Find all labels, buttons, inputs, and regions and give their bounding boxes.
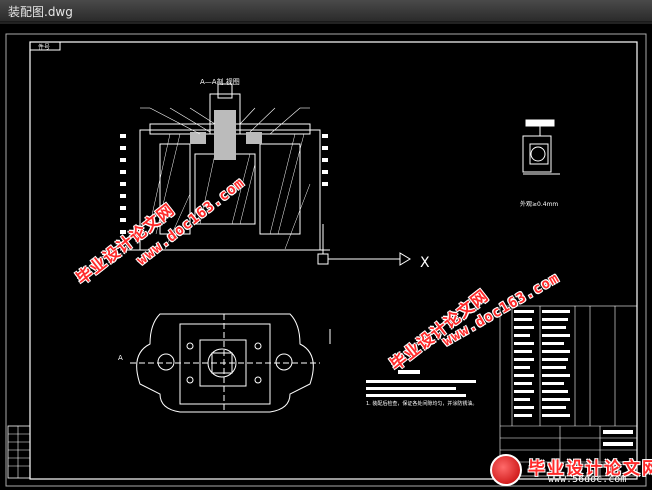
notes-block — [366, 370, 476, 397]
left-title-strip — [7, 425, 31, 479]
parts-list-table — [499, 305, 638, 477]
window-titlebar: 装配图.dwg — [0, 0, 652, 22]
scale-note: 外观≥0.4mm — [520, 200, 558, 208]
section-label: A—A剖 视图 — [200, 77, 240, 86]
part-number-marks — [120, 134, 328, 234]
drawing-canvas[interactable]: 件号 A—A剖 视图 — [0, 22, 652, 490]
inner-frame — [29, 41, 638, 480]
section-hatching — [149, 133, 311, 250]
logo-url: www.56doc.com — [548, 474, 627, 485]
plan-view — [130, 313, 331, 413]
cad-drawing: 件号 A—A剖 视图 — [5, 33, 647, 487]
outer-frame — [5, 33, 647, 487]
detail-view — [522, 119, 560, 175]
window-title: 装配图.dwg — [8, 5, 73, 19]
ucs-icon — [317, 224, 411, 266]
logo-emblem-icon — [490, 454, 522, 486]
note-text: 1. 装配后检查，保证各处间隙均匀，并涂防锈油。 — [366, 400, 477, 407]
side-label: A — [118, 354, 123, 362]
punch-block — [214, 110, 236, 160]
corner-tag: 件号 — [38, 43, 50, 51]
logo-title: 毕业设计论文网 — [528, 459, 652, 479]
parts-list-rows — [514, 310, 633, 446]
x-axis-label: X — [420, 255, 430, 271]
corner-tag-box — [29, 41, 61, 51]
site-logo: 毕业设计论文网 www.56doc.com — [488, 452, 652, 488]
part-leaders — [140, 107, 310, 135]
